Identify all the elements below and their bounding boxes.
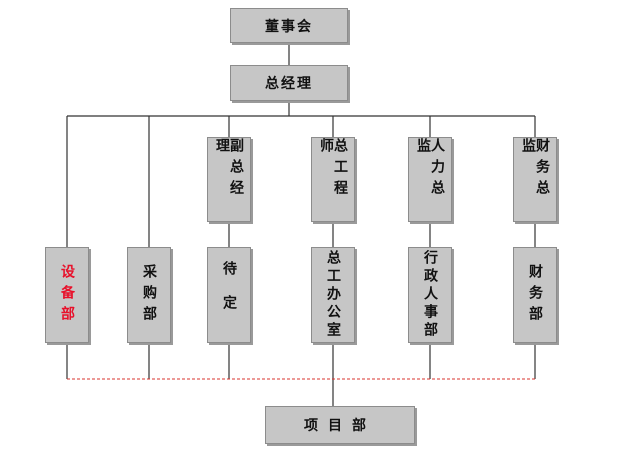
node-chief-engineer-office: 总工办公室 <box>311 247 355 343</box>
node-deputy-gm-label: 副总经理 <box>214 138 244 201</box>
node-finance-dept-label: 财务部 <box>527 263 543 327</box>
node-gm-label: 总经理 <box>265 76 313 92</box>
node-finance-dept: 财务部 <box>513 247 557 343</box>
node-equipment-dept: 设备部 <box>45 247 89 343</box>
node-chief-engineer: 总工程师 <box>311 137 355 222</box>
node-gm: 总经理 <box>230 65 348 101</box>
node-admin-hr-dept: 行政人事部 <box>408 247 452 343</box>
node-purchasing-dept-label: 采购部 <box>141 263 157 327</box>
node-tbd: 待定 <box>207 247 251 343</box>
node-chief-engineer-label: 总工程师 <box>318 138 348 201</box>
node-board: 董事会 <box>230 8 348 43</box>
node-board-label: 董事会 <box>265 18 313 35</box>
node-hr-director-label: 人力总监 <box>415 138 445 201</box>
node-hr-director: 人力总监 <box>408 137 452 222</box>
node-purchasing-dept: 采购部 <box>127 247 171 343</box>
node-finance-director: 财务总监 <box>513 137 557 222</box>
node-finance-director-label: 财务总监 <box>520 138 550 201</box>
node-admin-hr-dept-label: 行政人事部 <box>422 250 438 340</box>
node-project-dept-label: 项目部 <box>304 418 376 434</box>
node-project-dept: 项目部 <box>265 406 415 444</box>
node-equipment-dept-label: 设备部 <box>59 263 75 327</box>
node-deputy-gm: 副总经理 <box>207 137 251 222</box>
node-tbd-label: 待定 <box>221 261 237 329</box>
node-chief-engineer-office-label: 总工办公室 <box>325 250 341 340</box>
